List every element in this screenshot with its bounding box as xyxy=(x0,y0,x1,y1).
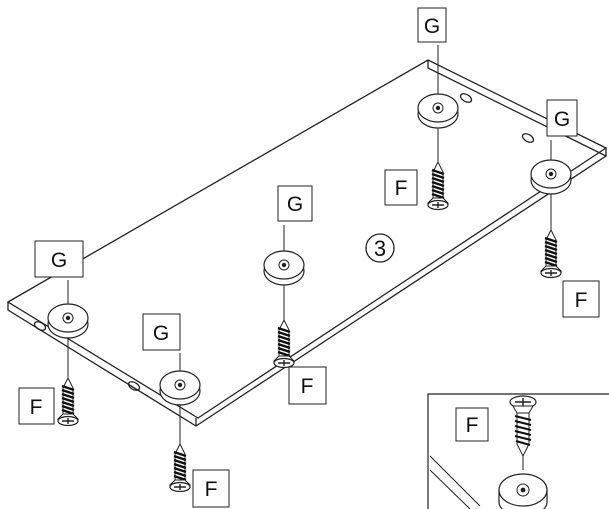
label-g-2: G xyxy=(546,99,578,137)
label-f-1: F xyxy=(384,169,418,206)
svg-text:G: G xyxy=(287,193,303,216)
svg-text:G: G xyxy=(554,108,570,131)
screw-1 xyxy=(426,160,450,211)
svg-text:G: G xyxy=(424,15,440,38)
detail-foot xyxy=(498,473,548,509)
screw-3 xyxy=(272,318,296,369)
label-f-3: F xyxy=(288,366,327,405)
label-f-4: F xyxy=(18,387,55,425)
svg-text:F: F xyxy=(205,478,218,501)
detail-inset: F xyxy=(427,393,609,509)
felt-foot-5 xyxy=(159,370,201,406)
label-f-2: F xyxy=(562,280,600,318)
label-f-5: F xyxy=(192,469,230,508)
svg-text:F: F xyxy=(395,177,408,200)
screw-2 xyxy=(539,228,563,279)
label-g-1: G xyxy=(417,7,447,43)
label-g-3: G xyxy=(277,185,313,222)
step-number-badge: 3 xyxy=(365,233,395,263)
svg-text:F: F xyxy=(575,289,588,312)
svg-text:F: F xyxy=(466,414,479,437)
label-g-5: G xyxy=(142,313,181,351)
screw-5 xyxy=(168,442,192,493)
felt-foot-3 xyxy=(263,250,305,286)
label-g-4: G xyxy=(34,240,84,278)
svg-text:F: F xyxy=(30,396,43,419)
detail-screw xyxy=(509,395,537,458)
step-number-text: 3 xyxy=(374,236,386,261)
detail-label-f: F xyxy=(455,407,489,442)
screw-4 xyxy=(56,376,80,427)
felt-foot-1 xyxy=(417,93,459,129)
svg-text:F: F xyxy=(301,375,314,398)
svg-text:G: G xyxy=(153,322,169,345)
svg-text:G: G xyxy=(51,249,67,272)
felt-foot-2 xyxy=(530,159,572,195)
felt-foot-4 xyxy=(47,303,89,339)
